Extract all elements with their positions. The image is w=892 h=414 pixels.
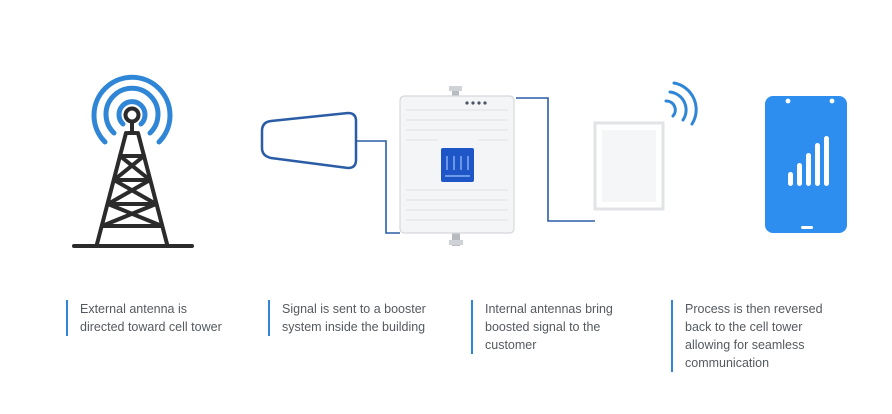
phone-signal-bars [788,136,829,186]
caption-step-1-line-2: directed toward cell tower [80,320,222,334]
phone-camera-dot [785,98,791,104]
caption-step-3-line-3: customer [485,338,537,352]
caption-step-1-line-1: External antenna is [80,302,188,316]
tower-tip [123,106,141,124]
caption-step-4-line-2: back to the cell tower [685,320,803,334]
caption-step-2-line-1: Signal is sent to a booster [282,302,426,316]
caption-step-4-line-4: communication [685,356,770,370]
booster-heat-fins [406,109,508,221]
phone-home-bar [801,226,813,229]
panel-antenna-device [593,81,698,211]
panel-signal-waves [664,81,698,126]
caption-step-3-line-2: boosted signal to the [485,320,601,334]
cell-tower-icon [72,74,194,248]
caption-step-2: Signal is sent to a booster system insid… [268,300,426,336]
tower-signal-waves [91,74,173,145]
caption-step-3-line-1: Internal antennas bring [485,302,613,316]
caption-step-3: Internal antennas bring boosted signal t… [471,300,613,354]
signal-booster-device [399,86,515,246]
booster-panel-markings [445,156,470,177]
yagi-antenna-icon [260,111,358,170]
phone-sensor-dot [829,98,835,104]
caption-step-4-line-1: Process is then reversed [685,302,823,316]
caption-step-1: External antenna is directed toward cell… [66,300,222,336]
tower-structure [72,120,194,248]
booster-indicator-leds [465,101,487,105]
cable-antenna-to-booster [356,140,400,234]
caption-step-2-line-2: system inside the building [282,320,426,334]
booster-control-panel [441,148,474,182]
caption-step-4-line-3: allowing for seamless [685,338,805,352]
caption-step-4: Process is then reversed back to the cel… [671,300,823,372]
cable-booster-to-panel [516,97,595,222]
smartphone-signal-icon [765,96,847,233]
connector-cables [356,97,595,234]
